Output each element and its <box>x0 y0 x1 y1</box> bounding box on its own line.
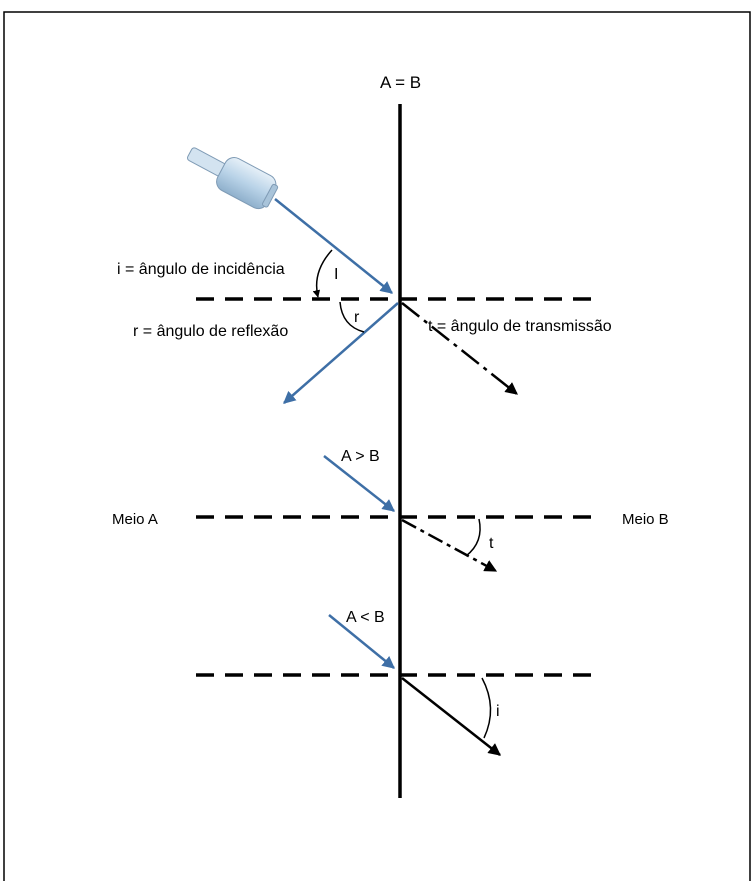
transmission-angle-arc-greater <box>465 518 481 557</box>
transmitted-beam-greater <box>401 518 498 573</box>
angle-symbol-lesser: i <box>496 703 500 720</box>
incidence-symbol: I <box>334 266 338 283</box>
transmitted-beam <box>401 302 518 395</box>
incident-beam-greater <box>323 455 395 512</box>
incident-beam-lesser <box>328 614 395 669</box>
case-lesser-label: A < B <box>346 609 385 626</box>
transmission-definition: t = ângulo de transmissão <box>428 318 612 335</box>
reflection-symbol: r <box>354 309 360 326</box>
transmission-angle-arc-lesser <box>481 677 492 739</box>
incidence-angle-arc <box>312 249 333 298</box>
interface-title: A = B <box>380 73 421 92</box>
case-greater-label: A > B <box>341 448 380 465</box>
incident-beam <box>274 198 393 294</box>
incidence-definition: i = ângulo de incidência <box>117 261 285 278</box>
ultrasound-transducer-icon <box>186 147 279 210</box>
reflection-angle-arc <box>339 301 365 333</box>
reflection-definition: r = ângulo de reflexão <box>133 323 288 340</box>
transmission-symbol-greater: t <box>489 535 494 552</box>
reflected-beam <box>283 302 399 404</box>
medium-b-label: Meio B <box>622 511 669 528</box>
medium-a-label: Meio A <box>112 511 158 528</box>
figure-frame <box>3 11 751 881</box>
transmitted-beam-lesser <box>401 677 501 756</box>
